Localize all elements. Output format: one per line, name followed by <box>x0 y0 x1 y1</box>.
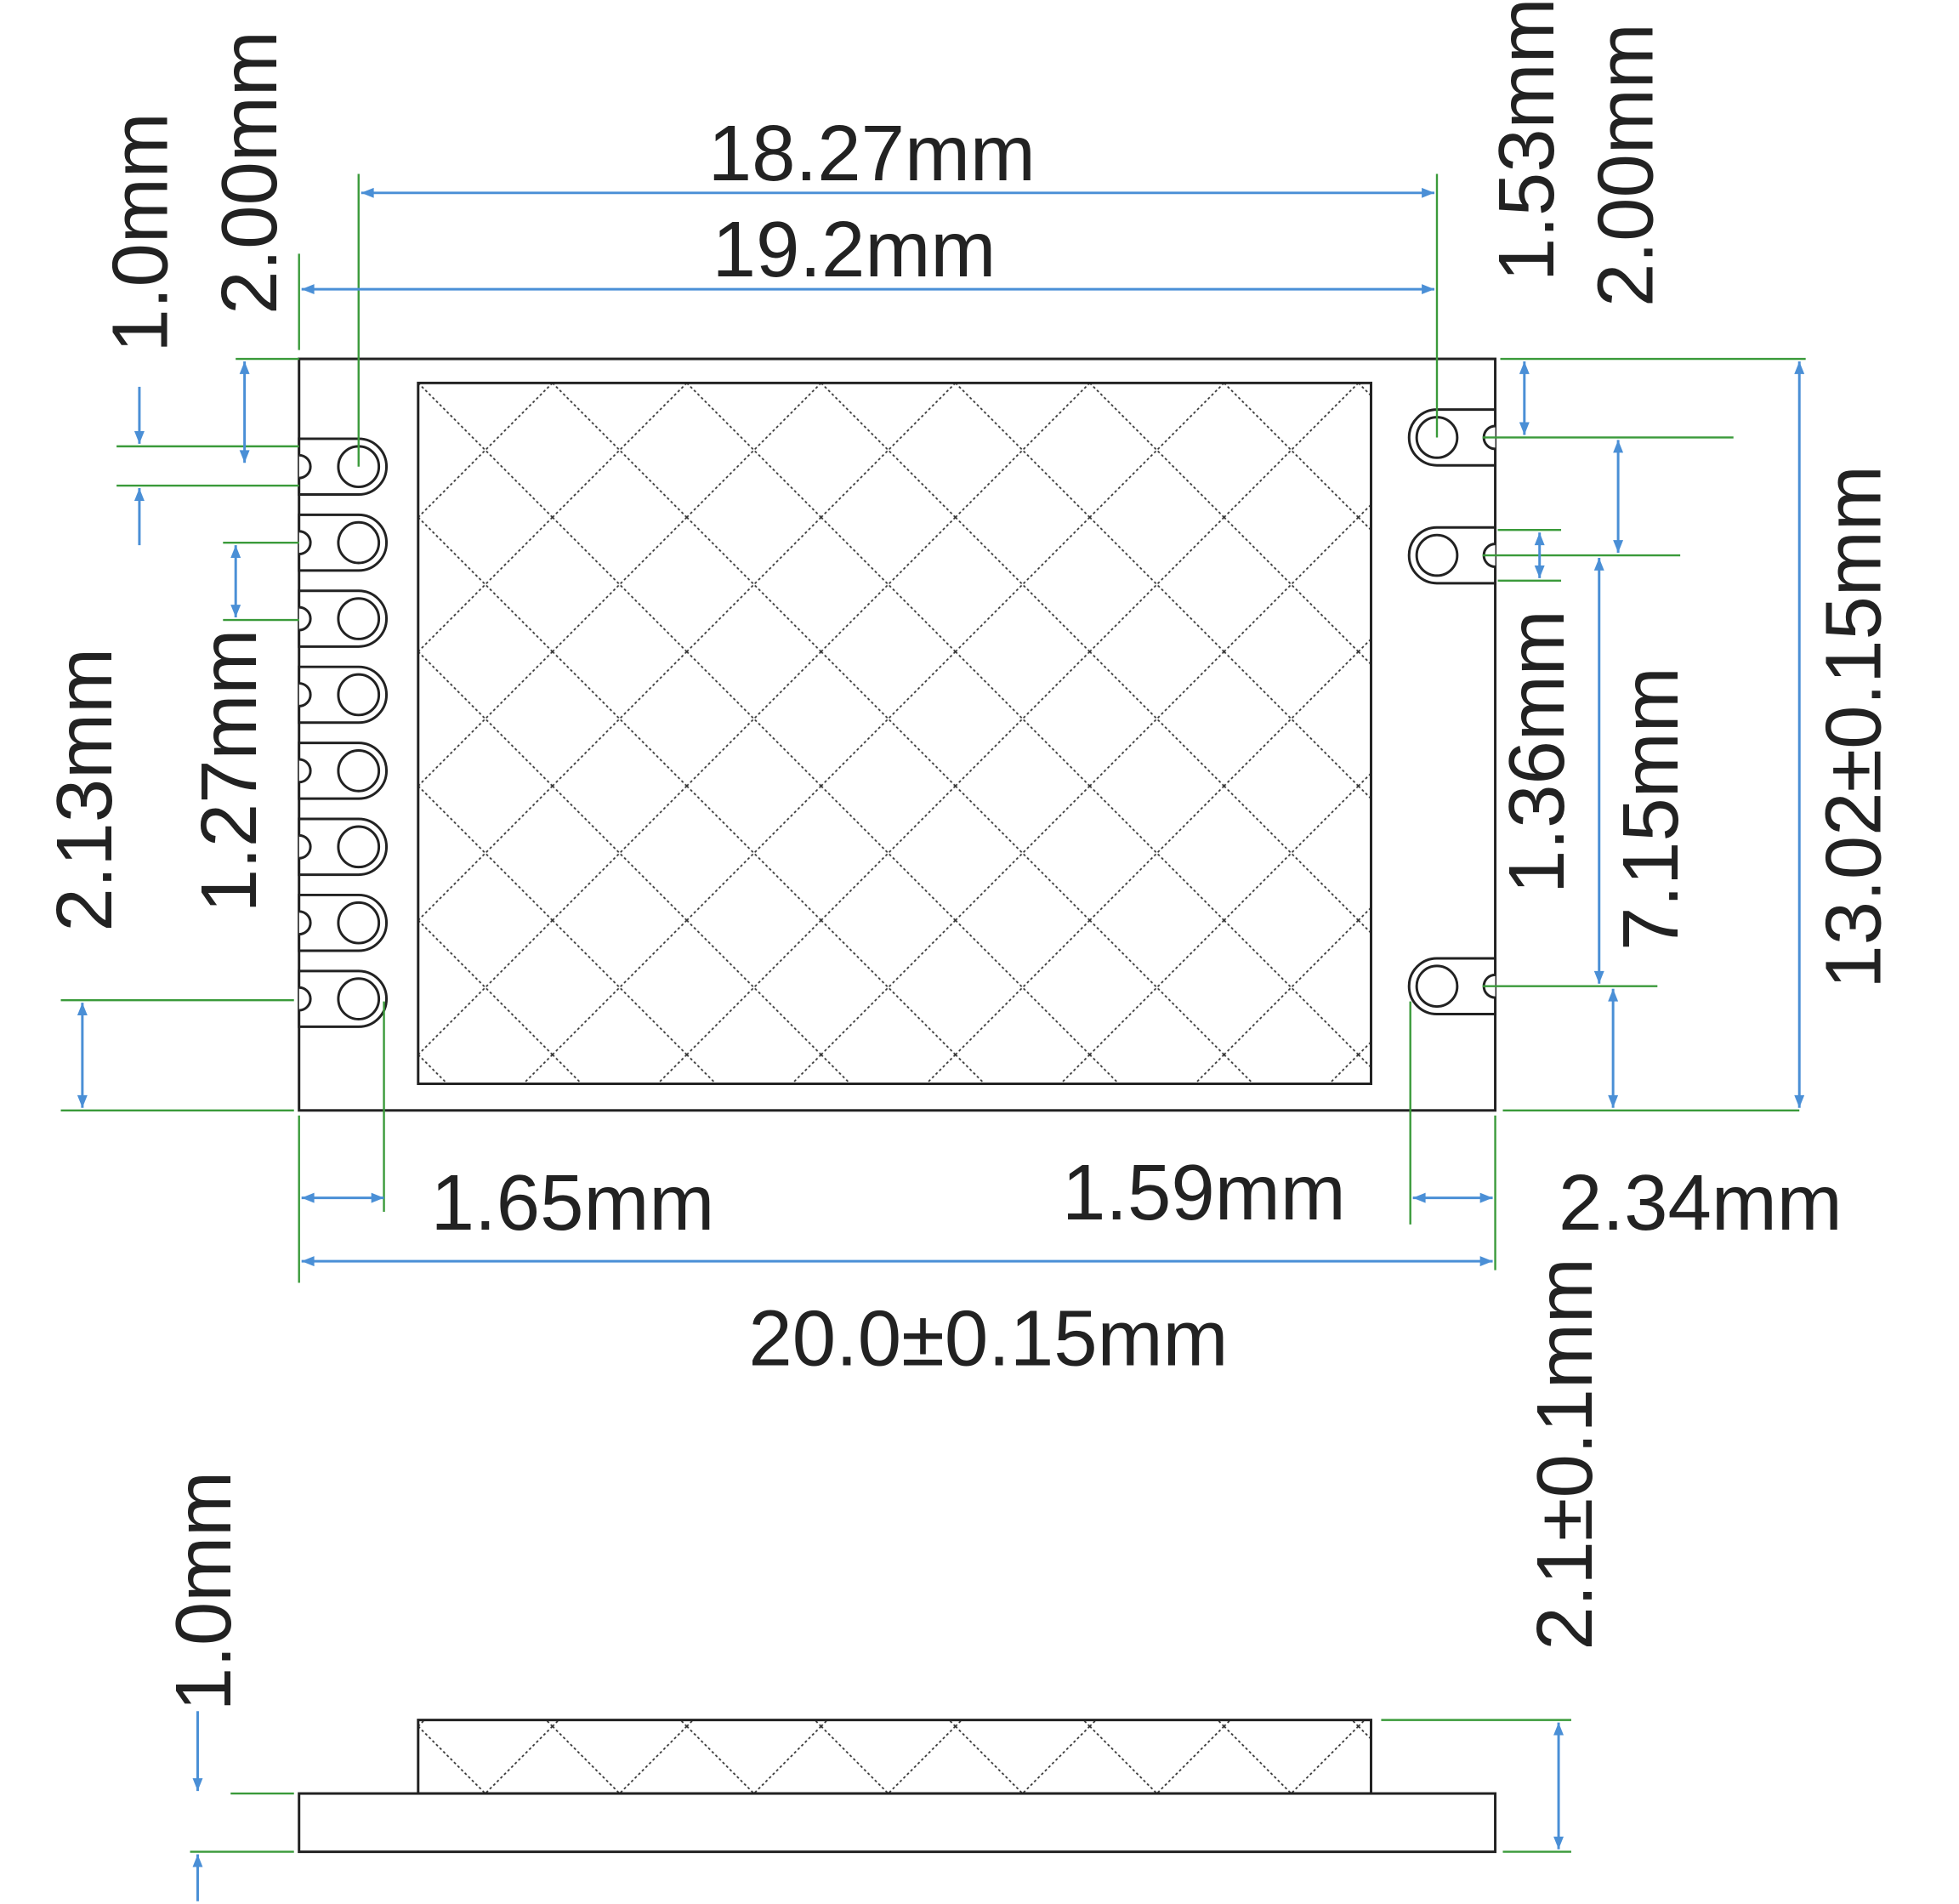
label-total-thickness: 2.1±0.1mm <box>1520 1258 1609 1650</box>
dimension-lines <box>77 187 1805 1901</box>
castellation-notch <box>298 758 312 784</box>
castellation-notch <box>298 530 312 556</box>
right-pads <box>1407 408 1497 1016</box>
castellation-notch <box>298 910 312 936</box>
label-right-top-pad-offset: 1.53mm <box>1482 0 1570 281</box>
shield-can <box>417 381 1372 1085</box>
castellation-notch <box>298 605 312 632</box>
pad-via <box>337 673 381 717</box>
label-right-pad-depth: 1.59mm <box>1062 1148 1346 1236</box>
side-pcb <box>298 1792 1497 1854</box>
pad-via <box>337 749 381 793</box>
pad-via <box>1415 533 1459 577</box>
pad-via <box>337 825 381 869</box>
label-right-pad-pitch: 2.00mm <box>1581 23 1669 307</box>
label-board-height: 13.02±0.15mm <box>1809 465 1898 989</box>
castellation-notch <box>298 453 312 480</box>
left-pads <box>298 437 389 1028</box>
label-left-top-edge: 2.00mm <box>205 31 293 315</box>
label-right-pad-small: 1.36mm <box>1492 610 1581 894</box>
pad-via <box>337 597 381 640</box>
side-shield <box>417 1719 1372 1795</box>
pad-via <box>337 520 381 565</box>
pad-via <box>337 977 381 1020</box>
extension-lines <box>60 173 1806 1853</box>
label-shield-width: 18.27mm <box>708 109 1036 197</box>
castellation-notch <box>298 833 312 860</box>
top-view <box>298 357 1497 1112</box>
side-view <box>298 1719 1497 1854</box>
label-right-bottom-offset: 2.34mm <box>1559 1158 1843 1247</box>
label-right-pad-span: 7.15mm <box>1606 667 1695 951</box>
pad-via <box>337 901 381 945</box>
label-board-width: 20.0±0.15mm <box>748 1293 1228 1382</box>
label-left-pad-pitch: 1.27mm <box>185 629 273 913</box>
label-left-top-pad-offset: 1.0mm <box>96 112 185 352</box>
label-left-bottom-offset: 2.13mm <box>40 648 128 932</box>
castellation-notch <box>298 986 312 1012</box>
label-pcb-thickness: 1.0mm <box>159 1471 247 1711</box>
castellation-notch <box>298 682 312 708</box>
label-left-pad-depth: 1.65mm <box>431 1158 715 1247</box>
pad-via <box>1415 964 1459 1009</box>
label-pad-span: 19.2mm <box>713 205 997 293</box>
